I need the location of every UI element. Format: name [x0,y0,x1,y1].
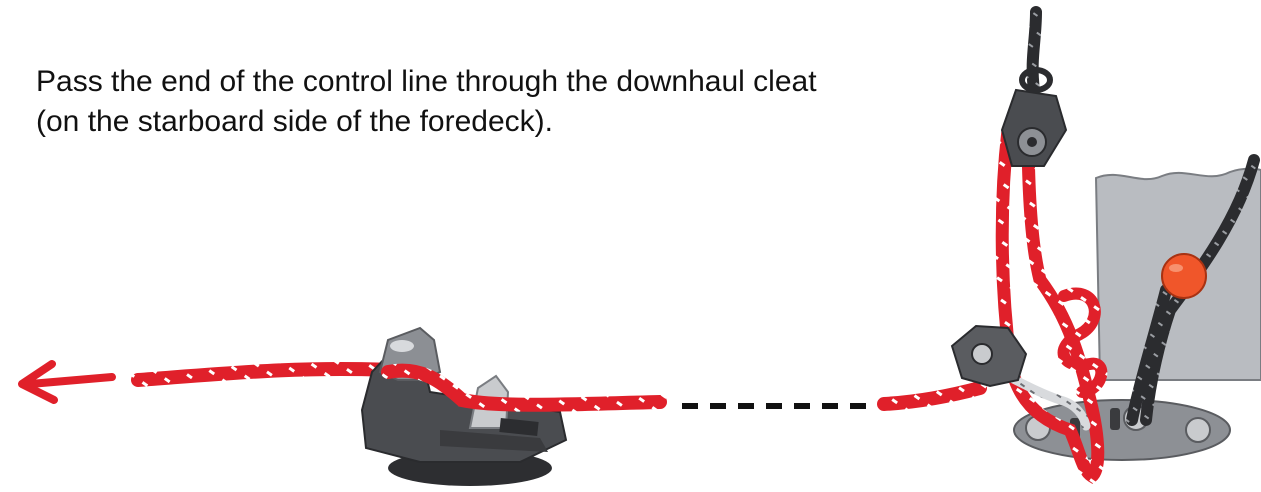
control-line-left [138,369,390,380]
arrow-left-icon [22,364,112,400]
fairlead-block-icon [952,326,1026,386]
stopper-ball-icon [1162,254,1206,298]
control-line-right-stub [884,388,980,404]
dark-line [1033,12,1036,90]
deck-plate-icon [1014,400,1230,460]
